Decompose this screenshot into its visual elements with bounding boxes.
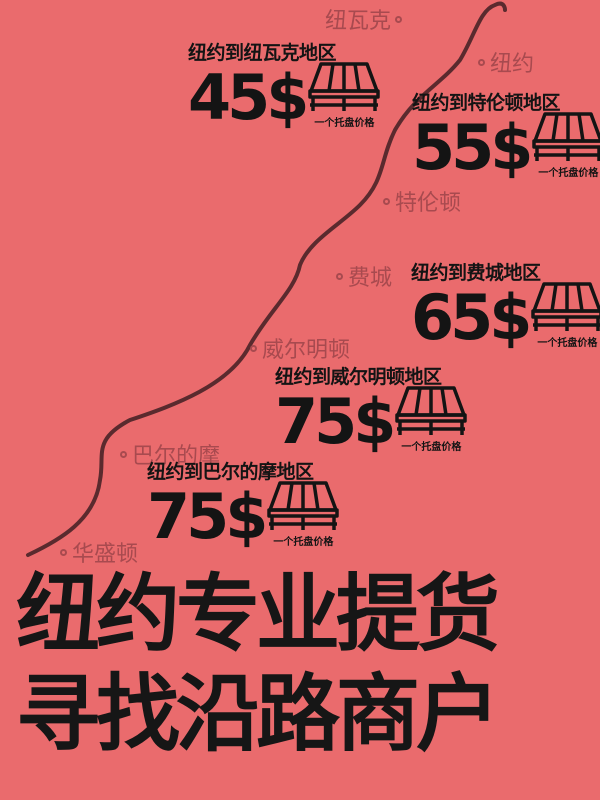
route-price: 65$ bbox=[411, 281, 532, 354]
price-caption: 一个托盘价格 bbox=[273, 537, 334, 548]
route-label: 纽约到费城地区 bbox=[411, 262, 541, 284]
city-philadelphia: 费城 bbox=[336, 260, 392, 292]
circle-marker-icon bbox=[395, 15, 403, 23]
price-caption: 一个托盘价格 bbox=[537, 338, 598, 349]
route-price: 75$ bbox=[147, 480, 268, 553]
city-newyork: 纽约 bbox=[478, 46, 534, 78]
route-card-wilmington: 纽约到威尔明顿地区 75$ 一个托盘价格 bbox=[275, 362, 468, 453]
price-caption: 一个托盘价格 bbox=[538, 168, 599, 179]
city-wilmington: 威尔明顿 bbox=[250, 332, 350, 364]
circle-marker-icon bbox=[383, 197, 390, 205]
route-label: 纽约到威尔明顿地区 bbox=[275, 366, 442, 388]
route-label: 纽约到纽瓦克地区 bbox=[188, 42, 337, 64]
route-card-philadelphia: 纽约到费城地区 65$ 一个托盘价格 bbox=[411, 258, 600, 349]
headline-line-2: 寻找沿路商户 bbox=[16, 665, 500, 763]
route-label: 纽约到巴尔的摩地区 bbox=[147, 461, 314, 483]
route-card-baltimore: 纽约到巴尔的摩地区 75$ 一个托盘价格 bbox=[147, 457, 340, 548]
circle-marker-icon bbox=[478, 58, 485, 66]
circle-marker-icon bbox=[120, 450, 127, 458]
route-card-newark: 纽约到纽瓦克地区 45$ 一个托盘价格 bbox=[188, 38, 381, 129]
route-label: 纽约到特伦顿地区 bbox=[412, 92, 561, 114]
headline-line-1: 纽约专业提货 bbox=[16, 565, 500, 663]
route-price: 75$ bbox=[275, 385, 396, 458]
pallet-icon bbox=[308, 62, 381, 113]
route-card-trenton: 纽约到特伦顿地区 55$ 一个托盘价格 bbox=[412, 88, 600, 179]
circle-marker-icon bbox=[60, 548, 67, 556]
circle-marker-icon bbox=[250, 344, 257, 352]
pallet-icon bbox=[267, 481, 340, 532]
city-washington: 华盛顿 bbox=[60, 536, 138, 568]
city-baltimore: 巴尔的摩 bbox=[120, 438, 220, 470]
price-caption: 一个托盘价格 bbox=[314, 118, 375, 129]
city-newark: 纽瓦克 bbox=[325, 3, 403, 35]
route-price: 55$ bbox=[412, 111, 533, 184]
price-caption: 一个托盘价格 bbox=[401, 442, 462, 453]
pallet-icon bbox=[395, 386, 468, 437]
pallet-icon bbox=[531, 282, 600, 333]
city-trenton: 特伦顿 bbox=[383, 185, 461, 217]
route-price: 45$ bbox=[188, 61, 309, 134]
circle-marker-icon bbox=[336, 272, 343, 280]
pallet-icon bbox=[532, 112, 600, 163]
